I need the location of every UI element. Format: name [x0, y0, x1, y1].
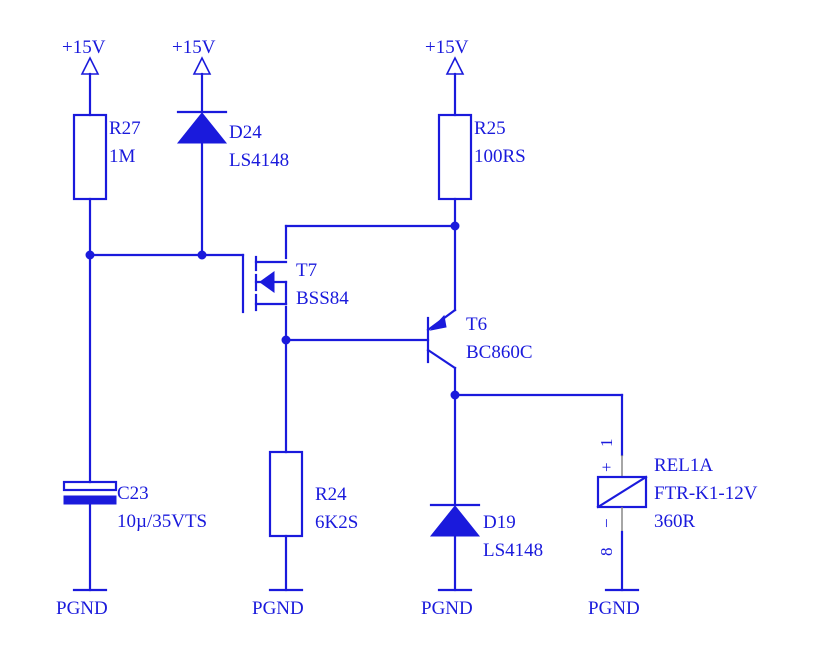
rail-label-middle: +15V [172, 37, 216, 58]
junction-dots [85, 221, 460, 400]
ground-label-4: PGND [588, 598, 640, 619]
net-wires [88, 224, 624, 507]
ground-1: PGND [56, 588, 108, 619]
power-rail-right: +15V [425, 37, 469, 117]
c23-ref: C23 [117, 483, 149, 504]
relay-rel1a: 1 + − 8 REL1A FTR-K1-12V 360R [596, 393, 758, 592]
d19-ref: D19 [483, 512, 516, 533]
ground-2: PGND [252, 588, 304, 619]
relay-pin-plus: + [597, 462, 616, 472]
r27-ref: R27 [109, 118, 141, 139]
relay-pin-minus: − [597, 518, 616, 528]
junction-dot [281, 335, 291, 345]
resistor-r24: R24 6K2S [268, 450, 358, 592]
diode-d24: D24 LS4148 [176, 110, 289, 257]
t7-value: BSS84 [296, 288, 349, 309]
rail-label-right: +15V [425, 37, 469, 58]
t6-ref: T6 [466, 314, 487, 335]
r27-value: 1M [109, 146, 136, 167]
mosfet-t7: T7 BSS84 [241, 253, 349, 314]
ground-4: PGND [588, 588, 640, 619]
power-rail-left: +15V [62, 37, 106, 117]
junction-dot [450, 221, 460, 231]
resistor-r25: R25 100RS [437, 113, 526, 228]
rail-label-left: +15V [62, 37, 106, 58]
d24-value: LS4148 [229, 150, 289, 171]
diode-d19: D19 LS4148 [429, 503, 543, 592]
ground-label-1: PGND [56, 598, 108, 619]
power-rail-middle: +15V [172, 37, 216, 114]
relay-pin-1: 1 [597, 439, 616, 448]
junction-dot [85, 250, 95, 260]
capacitor-c23: C23 10µ/35VTS [62, 480, 207, 592]
rel1a-value: 360R [654, 511, 696, 532]
ground-label-3: PGND [421, 598, 473, 619]
c23-value: 10µ/35VTS [117, 511, 207, 532]
ground-3: PGND [421, 588, 473, 619]
resistor-r27: R27 1M [72, 113, 141, 257]
ground-label-2: PGND [252, 598, 304, 619]
t7-ref: T7 [296, 260, 317, 281]
r24-ref: R24 [315, 484, 347, 505]
junction-dot [450, 390, 460, 400]
relay-pin-8: 8 [597, 548, 616, 557]
transistor-t6: T6 BC860C [426, 308, 533, 370]
d24-ref: D24 [229, 122, 262, 143]
t6-value: BC860C [466, 342, 533, 363]
rel1a-ref: REL1A [654, 455, 713, 476]
rel1a-model: FTR-K1-12V [654, 483, 758, 504]
r25-ref: R25 [474, 118, 506, 139]
junction-dot [197, 250, 207, 260]
r24-value: 6K2S [315, 512, 358, 533]
d19-value: LS4148 [483, 540, 543, 561]
r25-value: 100RS [474, 146, 526, 167]
